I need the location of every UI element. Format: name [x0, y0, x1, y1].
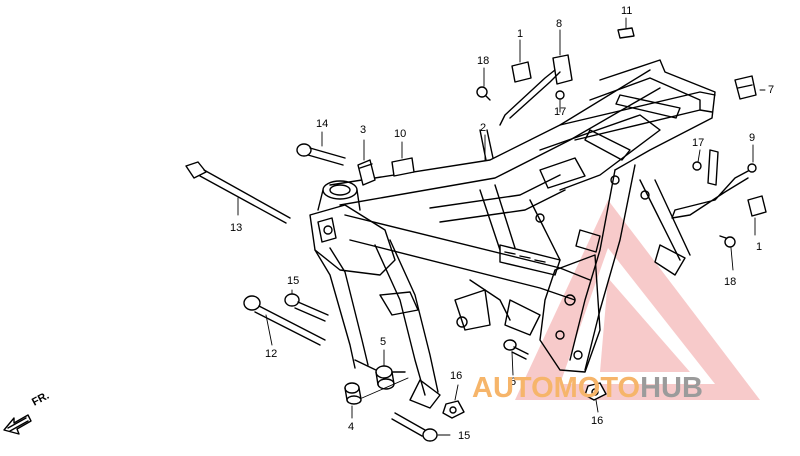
- watermark-logo-icon: [515, 200, 760, 400]
- bolt-12-icon: [243, 295, 326, 346]
- ref-10: 10: [394, 128, 407, 140]
- ref-16-left: 16: [450, 370, 463, 382]
- ref-17-top: 17: [554, 106, 567, 118]
- bracket-8-icon: [499, 54, 573, 126]
- ref-14: 14: [316, 118, 329, 130]
- ref-2: 2: [480, 122, 487, 134]
- ref-17-right: 17: [692, 137, 705, 149]
- main-frame: [309, 59, 716, 409]
- ref-7: 7: [768, 84, 775, 96]
- nut-16-right-icon: [584, 382, 607, 401]
- ref-12: 12: [265, 348, 278, 360]
- watermark-part-moto: MOTO: [553, 372, 641, 404]
- ref-16-right: 16: [591, 415, 604, 427]
- label-10-icon: [391, 157, 415, 177]
- ref-11: 11: [621, 5, 633, 17]
- ref-18-right: 18: [724, 276, 737, 288]
- ref-15-bottom: 15: [458, 430, 471, 442]
- ref-9: 9: [749, 132, 756, 144]
- collar-4-icon: [344, 382, 362, 405]
- pad-1-right-icon: [747, 195, 767, 217]
- ref-8: 8: [556, 18, 563, 30]
- ref-13: 13: [230, 222, 243, 234]
- ref-6: 6: [510, 376, 517, 388]
- bolt-15-left-icon: [284, 293, 329, 322]
- stay-9-icon: [671, 149, 757, 219]
- tag-11-icon: [617, 27, 635, 39]
- ref-18-top: 18: [477, 55, 490, 67]
- collar-3-icon: [357, 159, 376, 186]
- bolt-13-icon: [185, 161, 291, 224]
- watermark-text: AUTOMOTOHUB: [472, 372, 703, 405]
- front-direction-arrow-icon: [3, 414, 32, 435]
- ref-1-top: 1: [517, 28, 524, 40]
- leader-lines: [237, 17, 766, 436]
- watermark-part-hub: HUB: [640, 372, 703, 404]
- bolt-6-icon: [503, 339, 529, 360]
- pad-1-top-icon: [511, 61, 532, 83]
- bolt-18-right-icon: [719, 235, 736, 248]
- ref-3: 3: [360, 124, 367, 136]
- watermark-part-auto: AUTO: [472, 372, 554, 404]
- nut-17-top-icon: [555, 90, 565, 100]
- bolt-15-bottom-icon: [391, 412, 438, 442]
- bolt-18-top-icon: [476, 86, 491, 101]
- grommet-7-icon: [734, 75, 757, 100]
- ref-1-right: 1: [756, 241, 763, 253]
- ref-4: 4: [348, 421, 355, 433]
- nut-17-right-icon: [692, 161, 702, 171]
- ref-15-left: 15: [287, 275, 300, 287]
- nut-16-left-icon: [442, 400, 465, 419]
- small-parts: [185, 27, 767, 442]
- ref-5: 5: [380, 336, 387, 348]
- bolt-14-icon: [296, 143, 346, 166]
